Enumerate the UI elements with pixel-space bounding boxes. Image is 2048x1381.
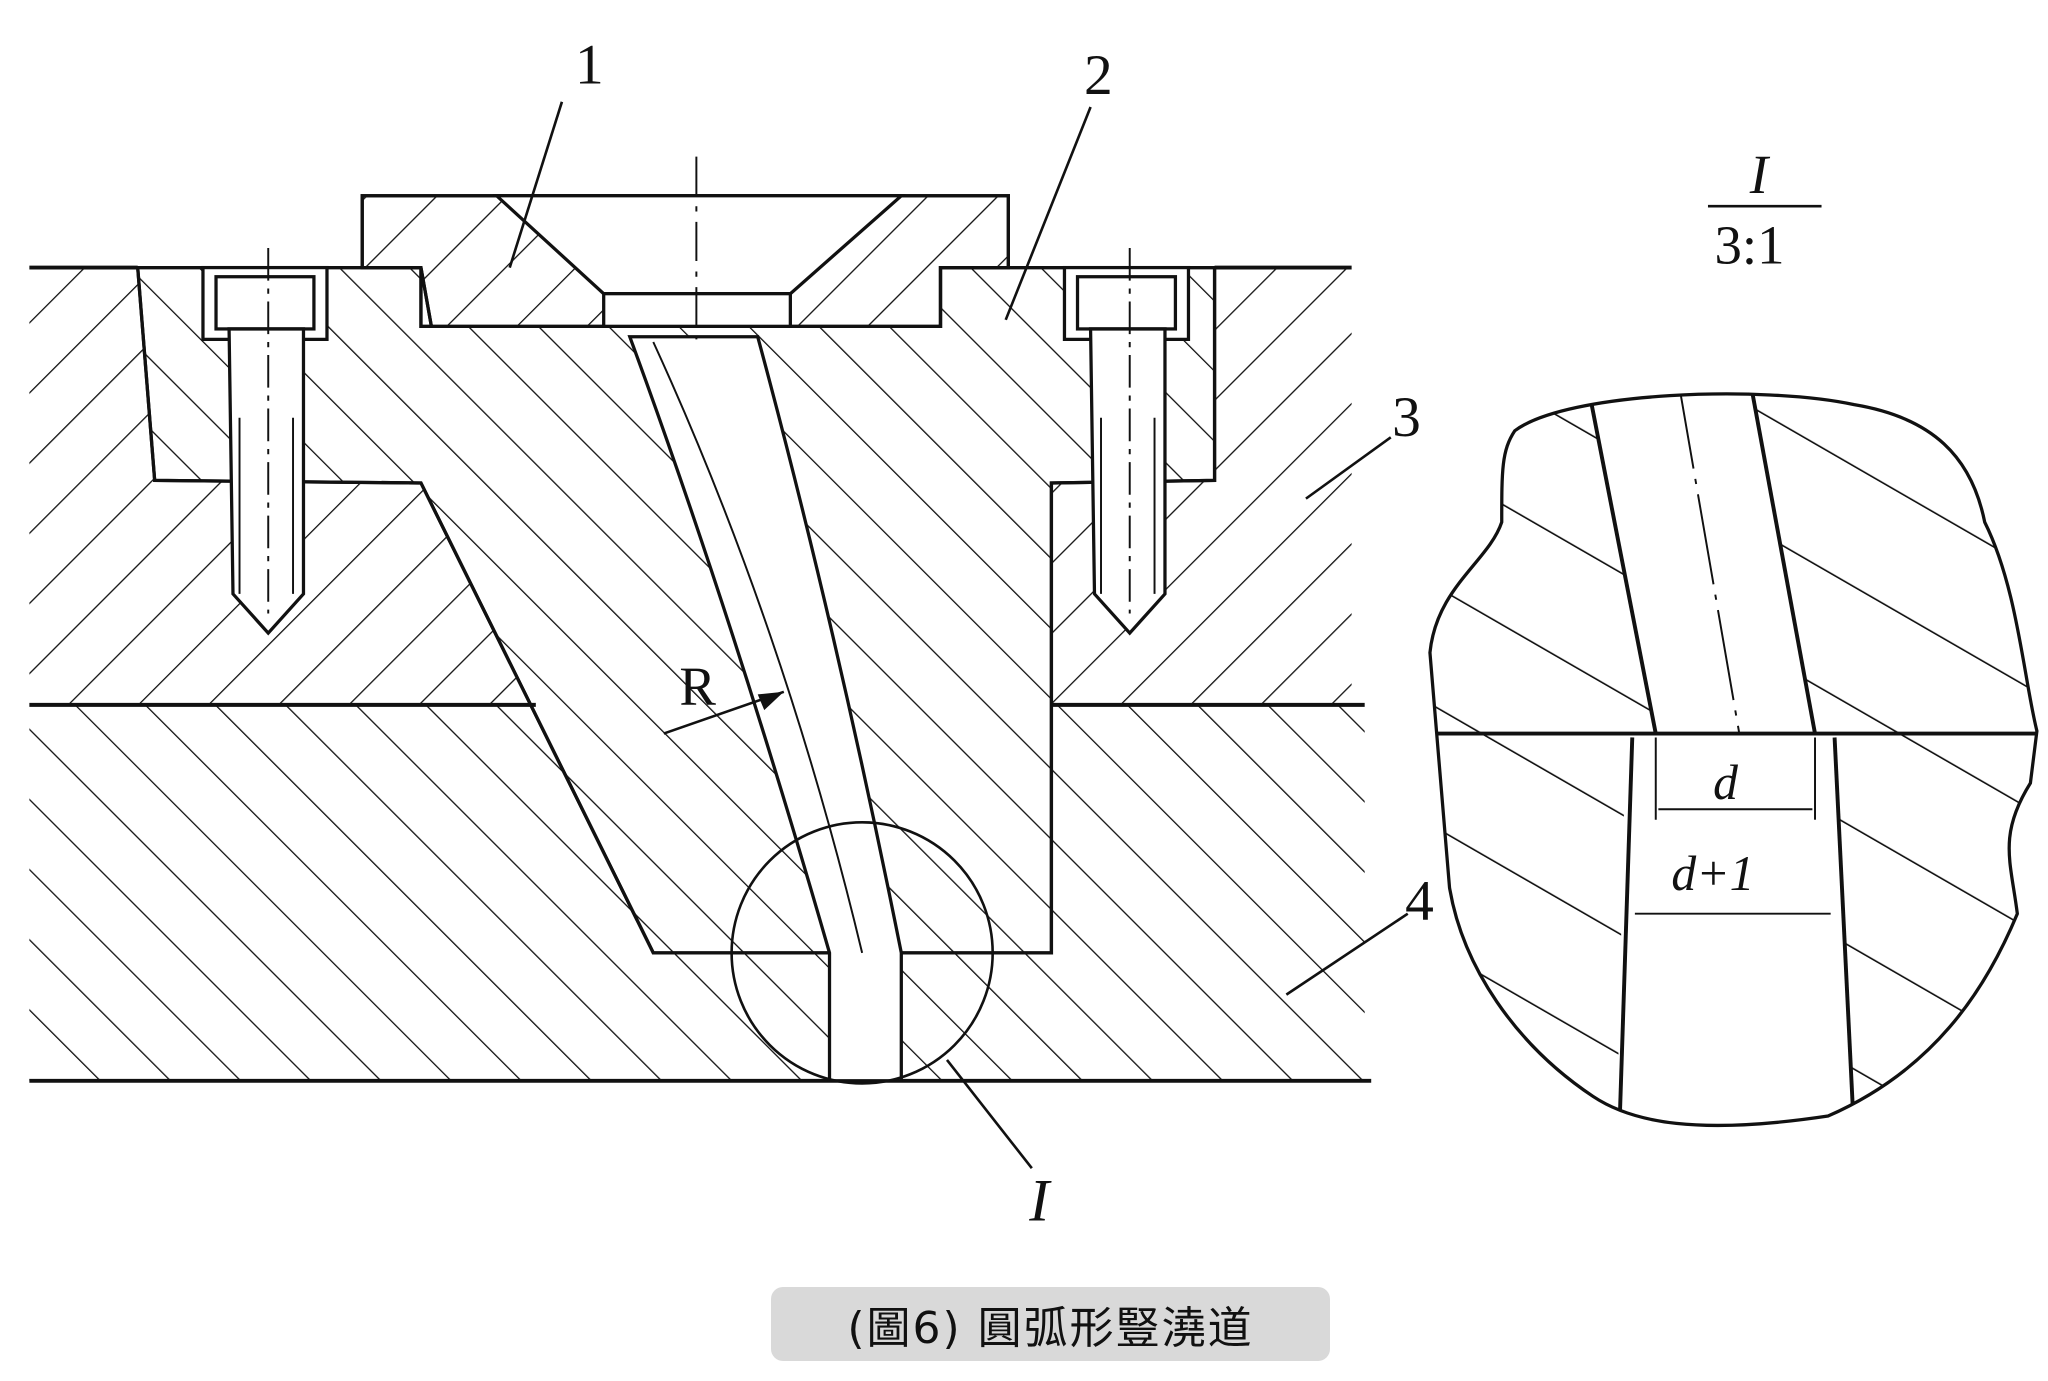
figure-caption: (圖6) 圓弧形豎澆道: [771, 1287, 1330, 1361]
main-section-view: 1 2 3 4 R I: [29, 34, 1434, 1233]
detail-view: I 3:1 d d+1: [1428, 144, 2039, 1128]
detail-title: I: [1749, 144, 1771, 205]
label-part-2: 2: [1084, 44, 1113, 107]
detail-scale: 3:1: [1715, 215, 1785, 276]
label-radius: R: [679, 656, 716, 717]
label-part-1: 1: [575, 34, 604, 97]
label-detail-marker: I: [1028, 1166, 1052, 1233]
detail-circle-marker: [730, 821, 994, 1085]
bolt-left: [201, 248, 329, 636]
label-part-3: 3: [1392, 386, 1421, 449]
dim-d-label: d: [1713, 755, 1738, 810]
detail-break-outline: [1428, 392, 2039, 1128]
dim-d-plus-1-label: d+1: [1671, 846, 1754, 901]
bolt-right: [1062, 248, 1191, 636]
label-part-4: 4: [1405, 870, 1434, 933]
